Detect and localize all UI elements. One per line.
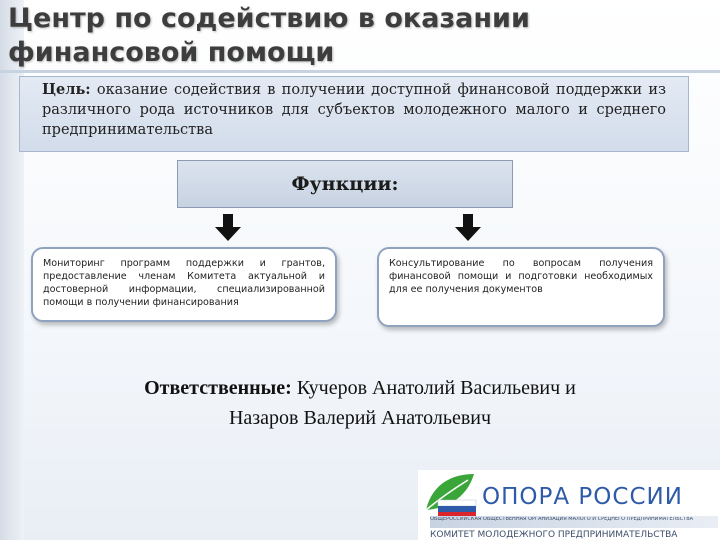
logo-subtitle: ОБЩЕРОССИЙСКАЯ ОБЩЕСТВЕННАЯ ОРГАНИЗАЦИЯ … — [430, 517, 694, 522]
goal-box: Цель: оказание содействия в получении до… — [19, 76, 689, 152]
responsible-line-2: Назаров Валерий Анатольевич — [228, 407, 492, 429]
functions-heading-box: Функции: — [177, 160, 513, 208]
title-divider — [0, 70, 720, 73]
leaf-flag-logo-icon — [425, 474, 477, 518]
function-text: Консультирование по вопросам получения ф… — [389, 258, 653, 295]
down-arrow-icon — [215, 214, 241, 241]
slide-title-line-2: финансовой помощи — [8, 37, 335, 68]
slide-title: Центр по содействию в оказании финансово… — [8, 2, 568, 70]
function-text: Мониторинг программ поддержки и грантов,… — [43, 258, 325, 308]
logo-name: ОПОРА РОССИИ — [482, 484, 683, 510]
slide-title-line-1: Центр по содействию в оказании — [8, 3, 530, 34]
functions-heading: Функции: — [291, 173, 399, 195]
goal-text: оказание содействия в получении доступно… — [42, 82, 666, 138]
goal-label: Цель: — [42, 81, 91, 98]
function-card-consulting: Консультирование по вопросам получения ф… — [377, 247, 665, 327]
responsible-block: Ответственные: Кучеров Анатолий Васильев… — [40, 373, 680, 433]
logo-committee: КОМИТЕТ МОЛОДЕЖНОГО ПРЕДПРИНИМАТЕЛЬСТВА — [430, 530, 678, 540]
responsible-line-1: Кучеров Анатолий Васильевич и — [291, 377, 576, 399]
opora-rossii-logo: ОПОРА РОССИИ ОБЩЕРОССИЙСКАЯ ОБЩЕСТВЕННАЯ… — [418, 470, 720, 540]
responsible-label: Ответственные: — [144, 377, 292, 399]
function-card-monitoring: Мониторинг программ поддержки и грантов,… — [31, 247, 337, 322]
down-arrow-icon — [455, 214, 481, 241]
logo-bar — [430, 516, 718, 528]
